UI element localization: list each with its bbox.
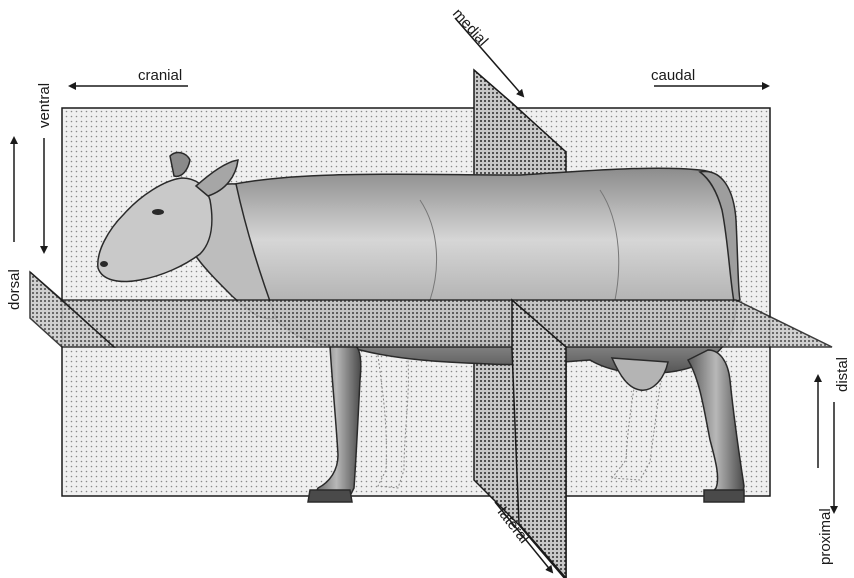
cow-front-hoof <box>308 490 352 502</box>
medial-label: medial <box>449 5 491 49</box>
caudal-label: caudal <box>651 67 695 84</box>
cow-eye <box>152 209 164 215</box>
cranial-label: cranial <box>138 67 182 84</box>
ventral-label: ventral <box>36 83 53 128</box>
proximal-label: proximal <box>817 508 834 565</box>
dorsal-label: dorsal <box>6 269 23 310</box>
distal-label: distal <box>834 357 851 392</box>
cow-nostril <box>100 261 108 267</box>
cow-hind-hoof <box>704 490 744 502</box>
